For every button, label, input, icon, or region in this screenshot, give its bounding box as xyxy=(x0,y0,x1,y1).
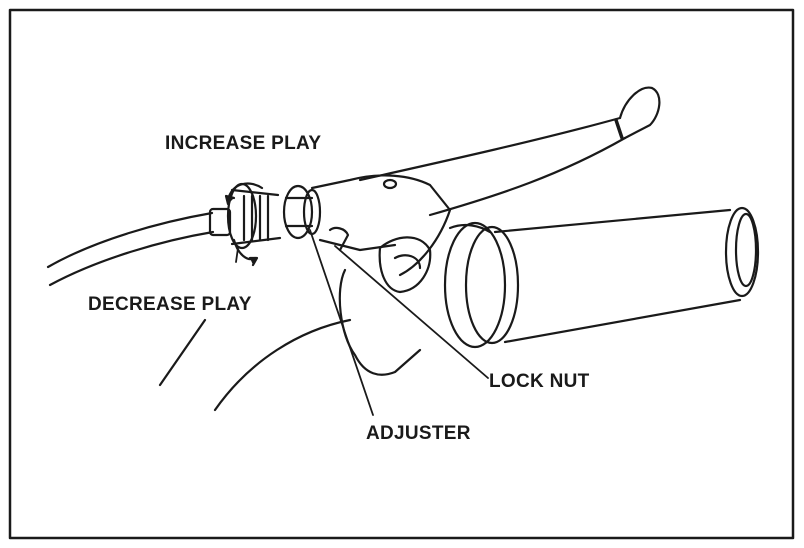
clutch-cable xyxy=(48,209,230,285)
clutch-lever xyxy=(360,88,659,215)
lever-bracket xyxy=(312,175,450,374)
decrease-play-label: DECREASE PLAY xyxy=(88,295,252,314)
increase-play-label: INCREASE PLAY xyxy=(165,134,321,153)
handlebar-grip xyxy=(445,208,758,347)
decrease-arrow xyxy=(236,248,238,262)
lock-nut-body xyxy=(284,186,320,238)
lock-nut-label: LOCK NUT xyxy=(489,372,590,391)
adjuster-body xyxy=(226,184,280,265)
adjuster-label: ADJUSTER xyxy=(366,424,471,443)
handlebar-lines xyxy=(160,320,350,410)
adjuster-leader xyxy=(310,230,373,415)
